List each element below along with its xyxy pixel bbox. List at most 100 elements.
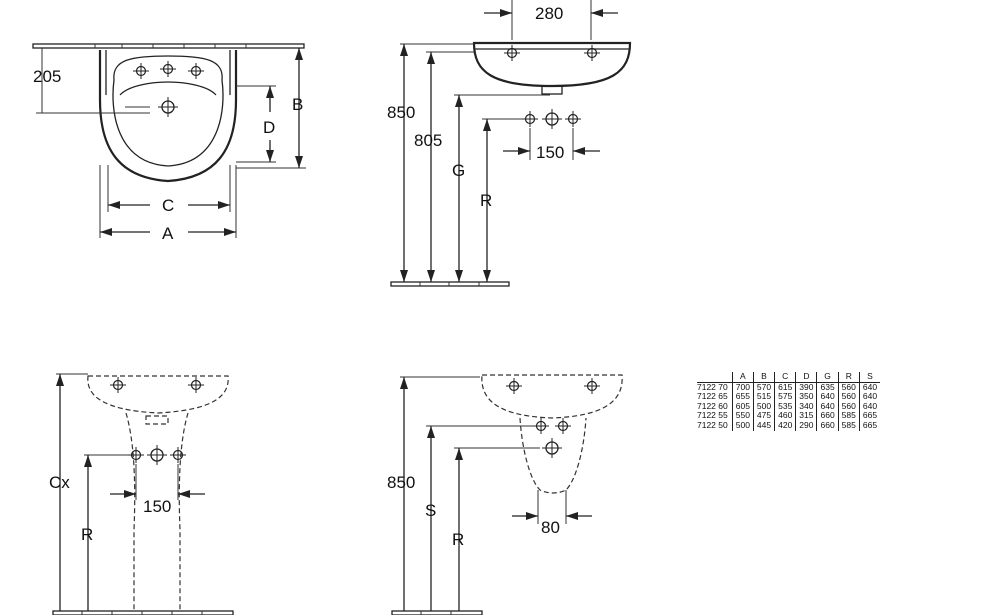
- pedestal-side-column: [519, 417, 587, 494]
- table-header-cell: B: [752, 371, 775, 383]
- table-cell: 665: [858, 411, 881, 421]
- table-cell: 640: [816, 392, 839, 402]
- table-header-cell: D: [795, 371, 817, 383]
- table-cell: 535: [774, 401, 796, 412]
- tap-hole-icon: [187, 62, 205, 80]
- table-cell: 340: [795, 401, 817, 412]
- table-cell: 575: [774, 392, 796, 402]
- table-cell: 515: [752, 392, 775, 402]
- dim-850-label: 850: [387, 103, 415, 122]
- dim-150-label: 150: [536, 143, 564, 162]
- table-header-cell: C: [774, 371, 796, 383]
- table-cell: 660: [816, 420, 839, 431]
- table-cell: 390: [795, 382, 817, 393]
- table-row: 7122 65 655 515 575 350 640 560 640: [697, 391, 881, 402]
- dim-s-label: S: [425, 501, 436, 520]
- pedestal-side-floor: [391, 610, 483, 615]
- table-cell: 500: [752, 401, 775, 412]
- table-cell: 655: [731, 392, 754, 402]
- pedestal-column: [125, 412, 189, 612]
- dim-c-label: C: [162, 196, 174, 215]
- table-cell: 660: [816, 411, 839, 421]
- tap-connection-icon: [127, 446, 145, 464]
- tap-connection-icon: [564, 110, 582, 128]
- tap-hole-icon: [583, 377, 601, 395]
- table-cell: 315: [795, 411, 817, 421]
- dim-80-label: 80: [541, 518, 560, 537]
- tap-connection-icon: [521, 110, 539, 128]
- table-cell: 635: [816, 382, 839, 393]
- dim-r-label-front: R: [81, 525, 93, 544]
- table-cell: 475: [752, 411, 775, 421]
- tap-hole-icon: [503, 44, 521, 62]
- tap-connection-icon: [532, 417, 550, 435]
- table-cell: 560: [837, 392, 860, 402]
- waste-connection-icon: [146, 444, 168, 466]
- tap-hole-icon: [159, 60, 177, 78]
- dim-280-label: 280: [535, 4, 563, 23]
- tap-hole-icon: [109, 376, 127, 394]
- table-cell: 500: [731, 420, 754, 431]
- table-cell: 665: [858, 420, 881, 431]
- top-view: 205 B D C A: [32, 43, 306, 243]
- table-row: 7122 55 550 475 460 315 660 585 665: [697, 410, 881, 421]
- table-cell: 7122 50: [697, 419, 728, 430]
- table-header-cell: A: [731, 371, 754, 383]
- table-cell: 605: [731, 401, 754, 412]
- tap-hole-icon: [187, 376, 205, 394]
- tap-hole-icon: [505, 377, 523, 395]
- table-header-cell: [697, 372, 733, 383]
- table-cell: 585: [837, 420, 860, 431]
- dim-b-label: B: [292, 95, 303, 114]
- table-cell: 7122 55: [697, 410, 728, 421]
- dim-205-label: 205: [33, 67, 61, 86]
- pedestal-front-floor: [52, 610, 234, 615]
- dim-a-label: A: [162, 224, 174, 243]
- tap-hole-icon: [583, 44, 601, 62]
- table-row: 7122 50 500 445 420 290 660 585 665: [697, 419, 881, 431]
- table-cell: 615: [774, 382, 796, 393]
- table-cell: 640: [858, 392, 881, 402]
- dim-cx-label: Cx: [49, 473, 70, 492]
- table-cell: 640: [858, 382, 881, 393]
- side-view-floor: [390, 281, 510, 287]
- dim-r-label: R: [480, 191, 492, 210]
- tap-connection-icon: [554, 417, 572, 435]
- top-view-wall: [32, 43, 305, 49]
- table-cell: 570: [752, 382, 775, 393]
- table-cell: 7122 65: [697, 391, 728, 402]
- table-cell: 350: [795, 392, 817, 402]
- table-cell: 700: [731, 382, 754, 393]
- table-cell: 290: [795, 420, 817, 431]
- dim-r-label-side: R: [452, 530, 464, 549]
- table-cell: 560: [837, 401, 860, 412]
- table-row: 7122 70 700 570 615 390 635 560 640: [697, 381, 881, 393]
- table-cell: 7122 70: [697, 381, 728, 392]
- dim-d-label: D: [263, 118, 275, 137]
- dim-150-label-front: 150: [143, 497, 171, 516]
- pedestal-front-basin: [87, 375, 229, 414]
- tap-connection-icon: [169, 446, 187, 464]
- table-header-cell: R: [837, 371, 860, 383]
- drain-icon: [157, 96, 179, 118]
- dimension-table: A B C D G R S 7122 70 700 570 615 390 63…: [697, 371, 881, 431]
- table-header-cell: S: [858, 371, 881, 383]
- side-view: 280 850 805 G R: [387, 0, 632, 287]
- table-header-cell: G: [816, 371, 839, 383]
- pedestal-side-view: 850 S R 80: [387, 374, 623, 615]
- table-cell: 640: [816, 401, 839, 412]
- table-cell: 420: [774, 420, 796, 431]
- table-cell: 550: [731, 411, 754, 421]
- table-cell: 560: [837, 382, 860, 393]
- table-cell: 460: [774, 411, 796, 421]
- top-view-basin-outline: [98, 50, 238, 183]
- table-cell: 7122 60: [697, 400, 728, 411]
- tap-hole-icon: [132, 62, 150, 80]
- dimension-table-header: A B C D G R S: [697, 371, 881, 383]
- dim-850-label-pedestal: 850: [387, 473, 415, 492]
- table-row: 7122 60 605 500 535 340 640 560 640: [697, 400, 881, 412]
- pedestal-front-view: Cx R 150: [49, 373, 234, 615]
- dim-g-label: G: [452, 161, 465, 180]
- pedestal-side-basin: [481, 374, 623, 419]
